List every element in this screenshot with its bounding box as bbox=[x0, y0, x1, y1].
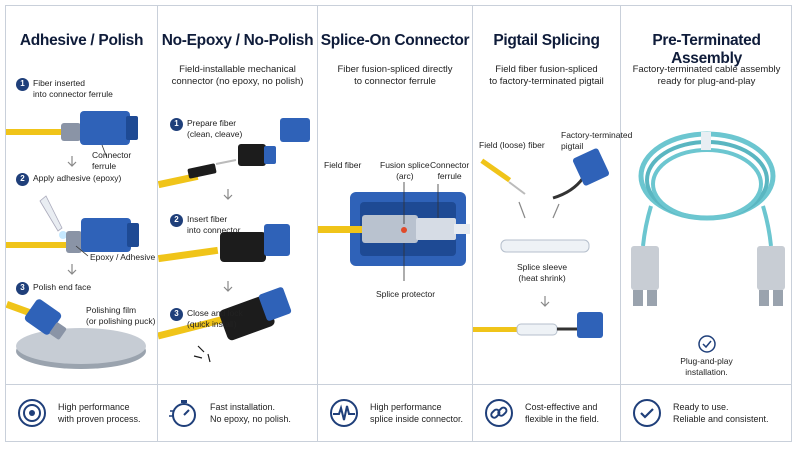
target-icon bbox=[18, 399, 46, 427]
yellow-fiber-cable bbox=[6, 129, 66, 135]
step-text: Prepare fiber (clean, cleave) bbox=[187, 118, 243, 139]
panel-subtitle: Fiber fusion-spliced directly to connect… bbox=[337, 64, 453, 87]
panel-splice-on-connector: Splice-On Connector Fiber fusion-spliced… bbox=[318, 6, 473, 441]
panel-no-epoxy-no-polish: No-Epoxy / No-Polish Field-installable m… bbox=[158, 6, 318, 441]
down-arrow-icon bbox=[223, 281, 233, 292]
panel-footer: High performance splice inside connector… bbox=[318, 384, 472, 441]
panel-subtitle: Field-installable mechanical connector (… bbox=[171, 64, 304, 87]
step-number-badge: 3 bbox=[16, 282, 29, 295]
step-number-badge: 2 bbox=[16, 173, 29, 186]
panel-footer: High performance with proven process. bbox=[6, 384, 157, 441]
step-text: Polish end face bbox=[33, 282, 92, 292]
down-arrow-icon bbox=[67, 264, 77, 275]
label-fusion-splice: Fusion splice (arc) bbox=[380, 160, 430, 181]
label-connector-ferrule: Connector ferrule bbox=[92, 150, 132, 171]
motion-lines-icon bbox=[193, 345, 211, 363]
step-number-badge: 3 bbox=[170, 308, 183, 321]
splice-sleeve bbox=[500, 239, 590, 253]
panel-pigtail-splicing: Pigtail Splicing Field fiber fusion-spli… bbox=[473, 6, 632, 441]
down-arrow-icon bbox=[67, 156, 77, 167]
panel-subtitle: Factory-terminated cable assembly ready … bbox=[632, 64, 781, 87]
plug-and-play-badge: Plug-and-play installation. bbox=[680, 356, 733, 377]
label-splice-sleeve: Splice sleeve (heat shrink) bbox=[517, 262, 568, 283]
label-epoxy-adhesive: Epoxy / Adhesive bbox=[90, 252, 156, 262]
step-text: Close and lock (quick install) bbox=[187, 308, 243, 329]
down-arrow-icon bbox=[540, 296, 550, 307]
step-number-badge: 1 bbox=[16, 78, 29, 91]
footer-text: High performance with proven process. bbox=[58, 402, 141, 424]
panel-adhesive-polish: Adhesive / Polish bbox=[6, 6, 158, 441]
link-icon bbox=[485, 399, 513, 427]
check-icon bbox=[698, 335, 716, 353]
label-polishing-film: Polishing film (or polishing puck) bbox=[86, 305, 156, 326]
panel-title: Splice-On Connector bbox=[320, 32, 470, 49]
panel-subtitle: Field fiber fusion-spliced to factory-te… bbox=[489, 64, 604, 87]
panel-footer: Cost-effective and flexible in the field… bbox=[473, 384, 620, 441]
label-connector-ferrule: Connector ferrule bbox=[430, 160, 470, 181]
panel-title: No-Epoxy / No-Polish bbox=[161, 32, 314, 49]
step-number-badge: 1 bbox=[170, 118, 183, 131]
stopwatch-icon bbox=[169, 400, 196, 427]
diagram-frame: Adhesive / Polish bbox=[5, 5, 792, 442]
splice-protector bbox=[362, 215, 418, 243]
step-2: 2 Apply adhesive (epoxy) bbox=[16, 173, 121, 186]
field-fiber bbox=[318, 226, 366, 233]
pulse-icon bbox=[330, 399, 358, 427]
connector-head bbox=[280, 118, 310, 142]
footer-text: Ready to use. Reliable and consistent. bbox=[673, 402, 769, 424]
panel-footer: Ready to use. Reliable and consistent. bbox=[621, 384, 792, 441]
ferrule-body bbox=[61, 123, 81, 141]
step-3: 3 Close and lock (quick install) bbox=[170, 308, 243, 329]
splice-on-illustration bbox=[318, 182, 470, 281]
label-field-fiber: Field (loose) fiber bbox=[479, 140, 545, 150]
footer-text: Fast installation. No epoxy, no polish. bbox=[210, 402, 291, 424]
label-splice-protector: Splice protector bbox=[376, 289, 436, 299]
sc-connector bbox=[80, 111, 130, 145]
mechanical-connector-illustration bbox=[158, 118, 310, 363]
panel-title: Pre-Terminated Assembly bbox=[652, 32, 761, 67]
footer-text: High performance splice inside connector… bbox=[370, 402, 464, 424]
footer-text: Cost-effective and flexible in the field… bbox=[525, 402, 600, 424]
adhesive-polish-illustration bbox=[6, 111, 146, 369]
panel-title: Adhesive / Polish bbox=[19, 32, 144, 49]
down-arrow-icon bbox=[223, 189, 233, 200]
adhesive-syringe-icon bbox=[39, 195, 63, 232]
step-1: 1 Fiber inserted into connector ferrule bbox=[16, 78, 113, 99]
lc-connector-left bbox=[631, 246, 659, 290]
cable-assembly-illustration bbox=[631, 131, 785, 353]
step-1: 1 Prepare fiber (clean, cleave) bbox=[170, 118, 242, 139]
lc-connector-right bbox=[757, 246, 785, 290]
pigtail-splicing-illustration bbox=[473, 148, 610, 338]
label-pigtail: Factory-terminated pigtail bbox=[561, 130, 633, 151]
step-3: 3 Polish end face bbox=[16, 282, 91, 295]
fusion-point bbox=[401, 227, 407, 233]
step-text: Apply adhesive (epoxy) bbox=[33, 173, 122, 183]
pigtail-connector bbox=[572, 148, 610, 186]
panel-title: Pigtail Splicing bbox=[493, 32, 600, 49]
step-2: 2 Insert fiber into connector bbox=[170, 214, 240, 235]
step-text: Fiber inserted into connector ferrule bbox=[33, 78, 113, 99]
panel-pre-terminated-assembly: Pre-Terminated Assembly Factory-terminat… bbox=[621, 6, 792, 441]
step-text: Insert fiber into connector bbox=[187, 214, 241, 235]
label-field-fiber: Field fiber bbox=[324, 160, 362, 170]
step-number-badge: 2 bbox=[170, 214, 183, 227]
panel-footer: Fast installation. No epoxy, no polish. bbox=[158, 384, 317, 441]
check-circle-icon bbox=[633, 399, 661, 427]
